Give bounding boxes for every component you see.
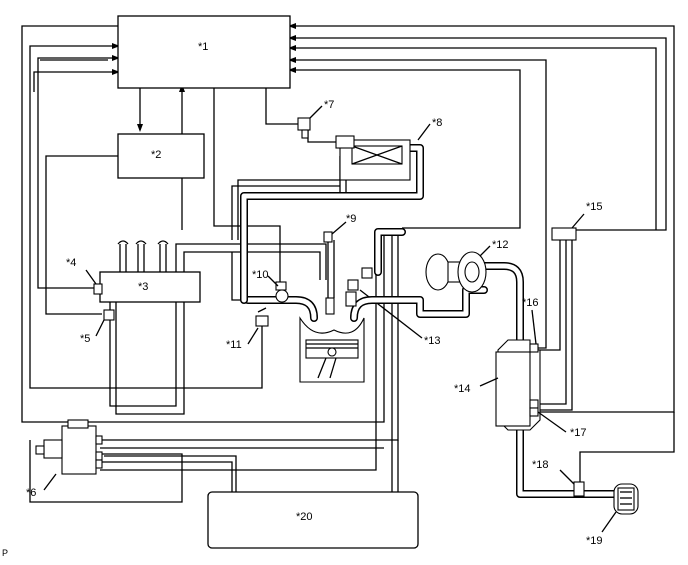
label-7: *7 [324, 99, 334, 111]
label-9: *9 [346, 213, 356, 225]
fuel-tank-box [207, 491, 419, 549]
label-17: *17 [570, 427, 587, 439]
turbocharger-12 [425, 251, 487, 293]
label-6: *6 [26, 487, 36, 499]
rail-hooks [117, 240, 169, 245]
throttle-11 [255, 307, 269, 327]
label-15: *15 [586, 201, 603, 213]
label-2: *2 [151, 149, 161, 161]
sensor-15 [551, 227, 577, 241]
sensor-10 [275, 281, 289, 303]
fuel-rail-box [99, 271, 201, 303]
label-8: *8 [432, 117, 442, 129]
fuel-pump-6 [35, 419, 103, 475]
injector-9 [323, 231, 335, 315]
label-3: *3 [138, 281, 148, 293]
ecu-box [117, 15, 291, 89]
label-19: *19 [586, 535, 603, 547]
sensor-5 [103, 309, 115, 321]
label-14: *14 [454, 383, 471, 395]
engine-cylinder [299, 316, 365, 383]
sensor-13 [345, 267, 373, 307]
callout-labels: *1 *2 *3 *4 *5 *6 *7 *8 *9 *10 *11 *12 *… [2, 41, 603, 558]
muffler-19 [613, 483, 639, 515]
corner-mark: P [2, 548, 8, 558]
signal-lines [21, 23, 675, 503]
sensor-4 [93, 283, 103, 295]
label-16: *16 [522, 297, 539, 309]
label-18: *18 [532, 459, 549, 471]
label-12: *12 [492, 239, 509, 251]
intercooler [335, 135, 411, 181]
label-20: *20 [296, 511, 313, 523]
sensor-18 [573, 481, 585, 497]
valve-7 [297, 117, 311, 139]
label-10: *10 [252, 269, 269, 281]
component-2-box [117, 133, 205, 179]
catalyst-14 [495, 339, 541, 431]
label-4: *4 [66, 257, 76, 269]
leader-lines [43, 105, 617, 533]
label-13: *13 [424, 335, 441, 347]
label-1: *1 [198, 41, 208, 53]
label-11: *11 [226, 339, 242, 351]
label-5: *5 [80, 333, 90, 345]
